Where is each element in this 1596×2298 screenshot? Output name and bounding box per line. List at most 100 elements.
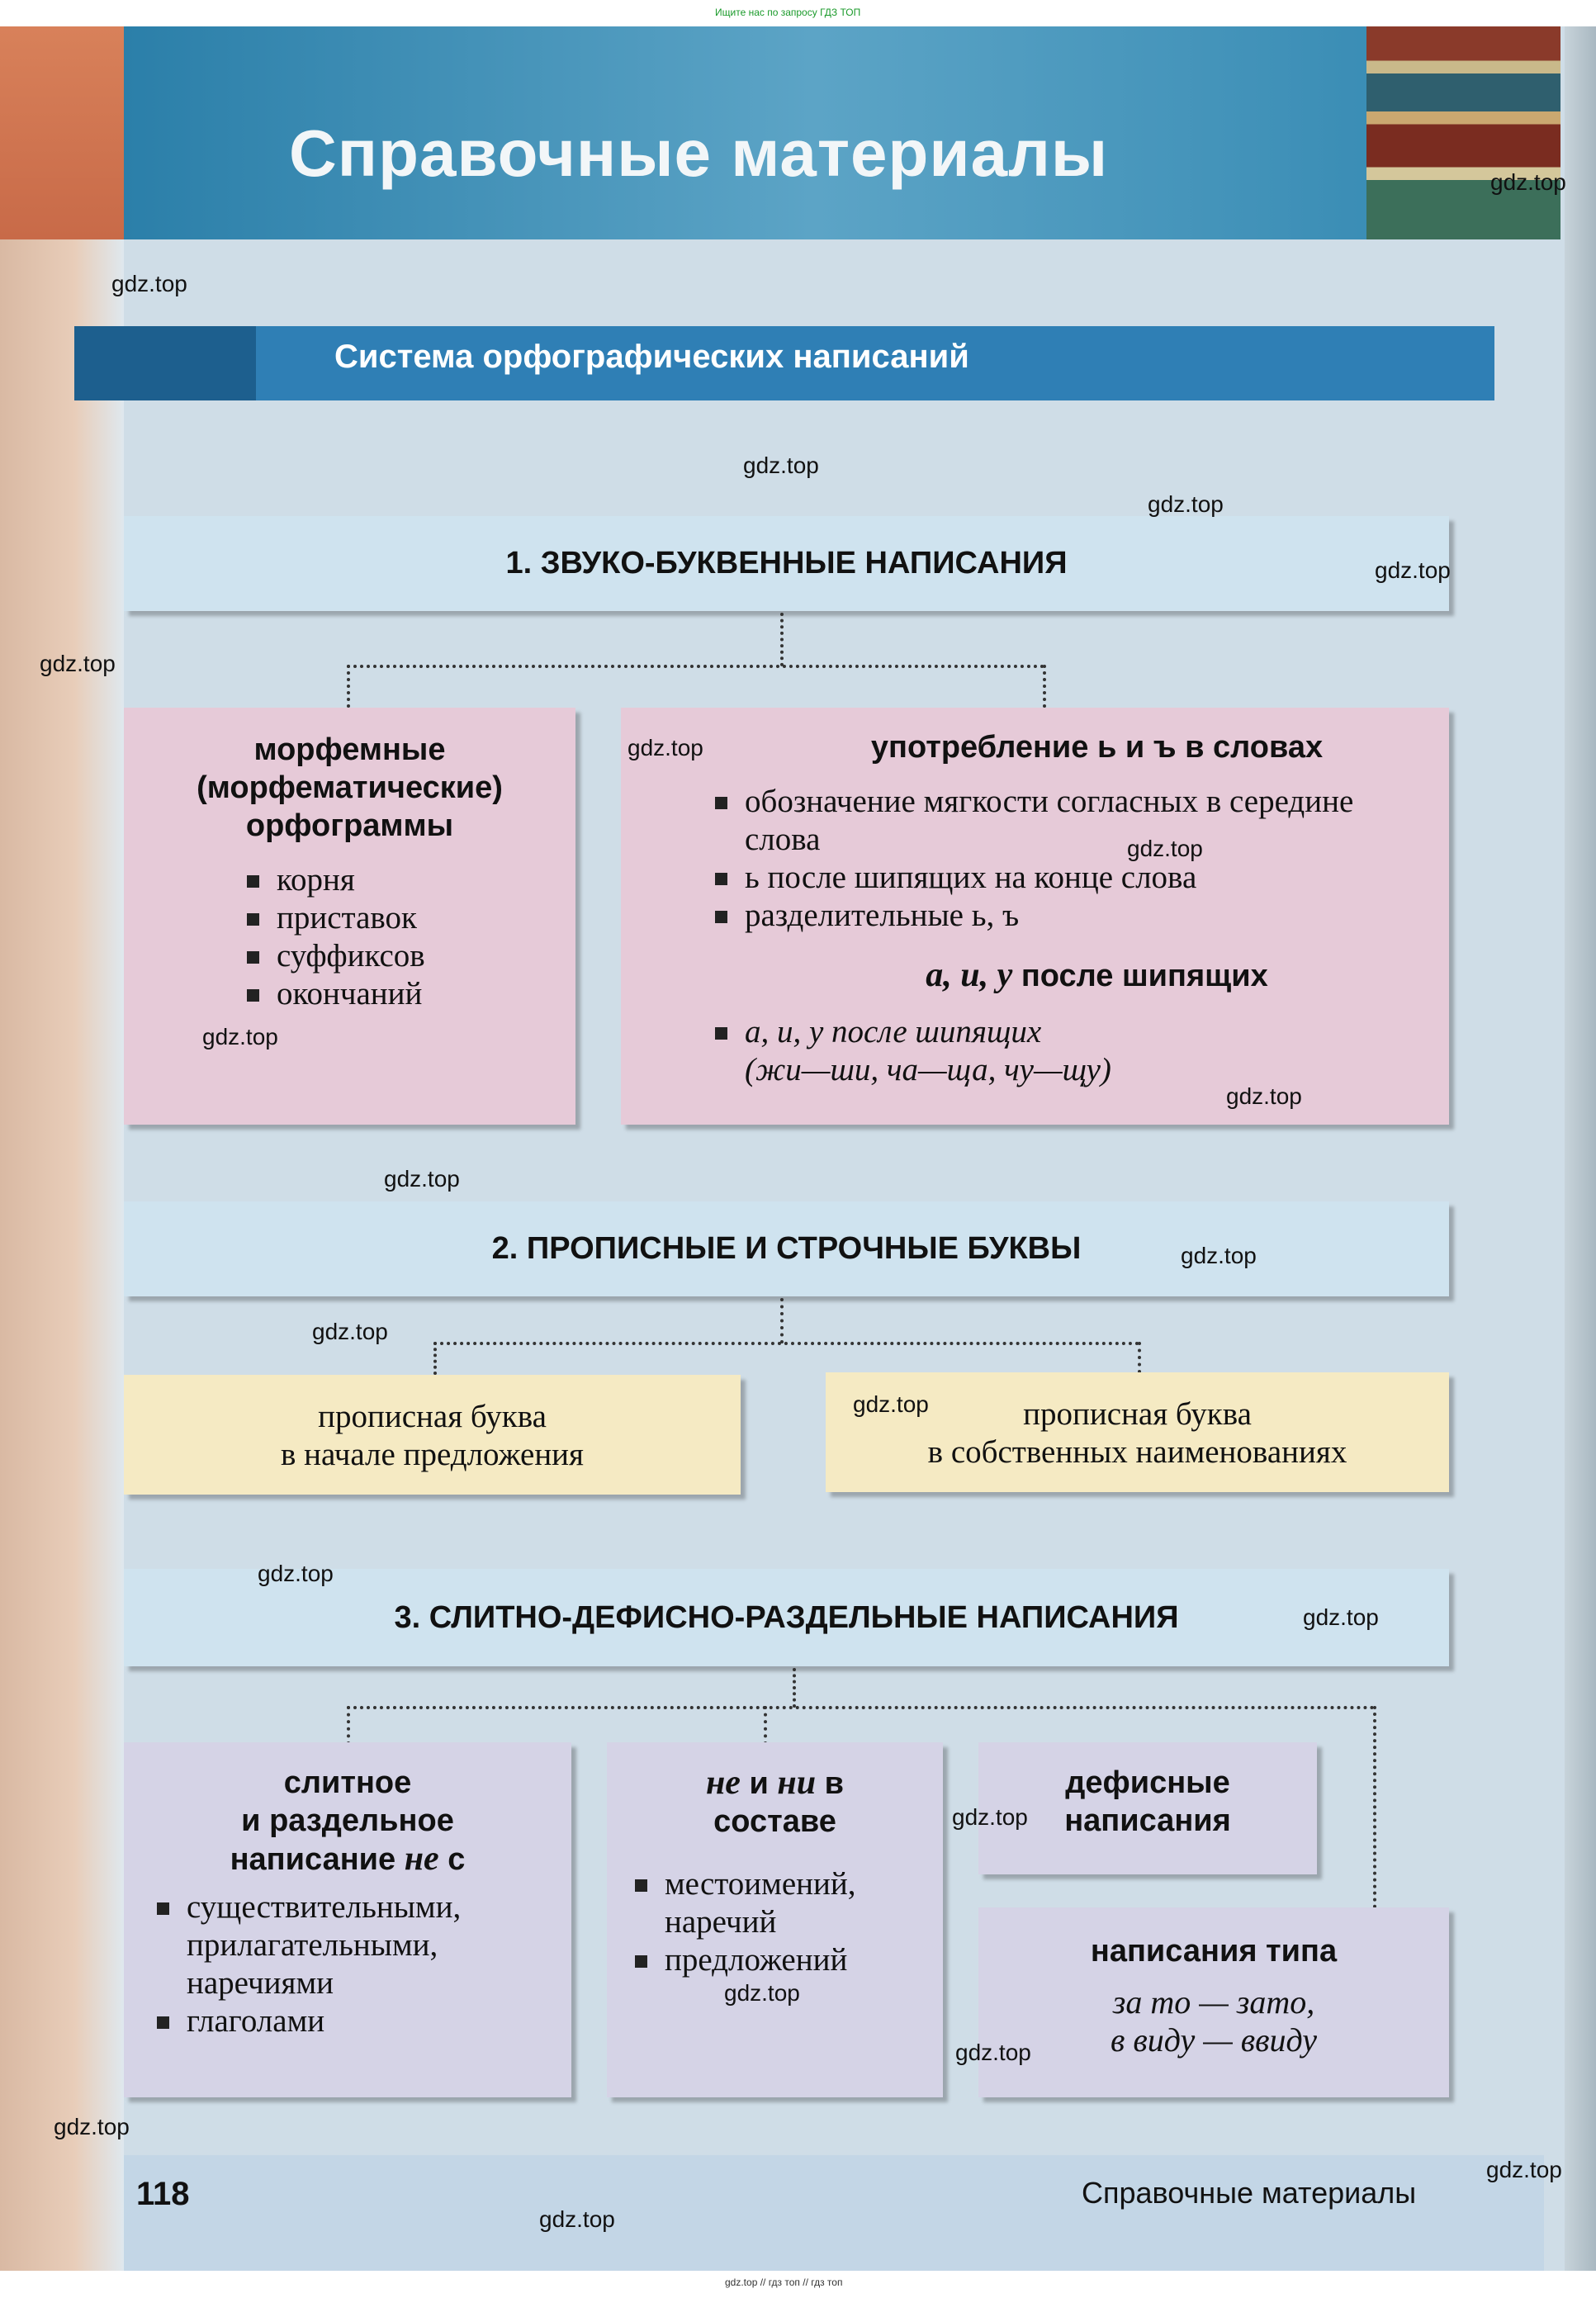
sibilant-heading-text: после шипящих xyxy=(1021,959,1268,993)
soft-hard-heading: употребление ь и ъ в словах xyxy=(621,728,1449,766)
ne-spelling-list: существительными, прилагательными, нареч… xyxy=(154,1888,555,2040)
watermark: gdz.top xyxy=(258,1561,334,1587)
soft-hard-list: обозначение мягкости согласных в середин… xyxy=(712,783,1416,935)
list-item: глаголами xyxy=(154,2002,555,2040)
list-item: приставок xyxy=(244,899,575,937)
soft-hard-sign-box: употребление ь и ъ в словах обозначение … xyxy=(621,708,1449,1125)
watermark: gdz.top xyxy=(724,1980,800,2007)
list-item: а, и, у после шипящих xyxy=(712,1013,1416,1051)
ne-ni-heading-ni: ни xyxy=(777,1764,816,1802)
morpheme-box: морфемные (морфематические) орфограммы к… xyxy=(124,708,575,1125)
list-item: обозначение мягкости согласных в середин… xyxy=(712,783,1416,859)
s1-connector-bar xyxy=(347,665,1044,668)
list-item: суффиксов xyxy=(244,937,575,975)
page-footer xyxy=(124,2155,1544,2271)
s2-connector-bar xyxy=(433,1342,1139,1345)
s2-connector-stem xyxy=(780,1298,784,1343)
sibilant-list: а, и, у после шипящих xyxy=(712,1013,1416,1051)
page-title: Справочные материалы xyxy=(289,116,1108,192)
capital-box2-line2: в собственных наименованиях xyxy=(826,1433,1449,1471)
ne-ni-heading-2: составе xyxy=(607,1803,943,1841)
ne-spelling-heading-ne: не xyxy=(405,1840,439,1878)
ne-ni-heading-1: не и ни в xyxy=(607,1764,943,1803)
ne-spelling-heading-2: и раздельное xyxy=(124,1802,571,1840)
morpheme-heading-2: (морфематические) xyxy=(124,769,575,807)
ne-spelling-box: слитное и раздельное написание не с суще… xyxy=(124,1742,571,2097)
morpheme-heading-3: орфограммы xyxy=(124,807,575,845)
sibilant-heading-letters: а, и, у xyxy=(926,956,1012,994)
s2-connector-right xyxy=(1138,1342,1141,1373)
s3-connector-left xyxy=(347,1706,350,1745)
title-banner-left-image xyxy=(0,26,124,239)
watermark: gdz.top xyxy=(1490,169,1566,196)
s2-connector-left xyxy=(433,1342,437,1375)
top-note: Ищите нас по запросу ГДЗ ТОП xyxy=(715,7,860,18)
list-item: предложений xyxy=(632,1941,935,1979)
sibilant-heading: а, и, у после шипящих xyxy=(621,956,1449,995)
s3-connector-bar xyxy=(347,1706,1375,1709)
spelling-type-example-2: в виду — ввиду xyxy=(978,2021,1449,2059)
watermark: gdz.top xyxy=(1486,2157,1562,2183)
watermark: gdz.top xyxy=(202,1024,278,1050)
watermark: gdz.top xyxy=(1181,1243,1257,1269)
watermark: gdz.top xyxy=(743,452,819,479)
capital-box1-line2: в начале предложения xyxy=(124,1436,741,1474)
watermark: gdz.top xyxy=(312,1319,388,1345)
hyphen-heading-1: дефисные xyxy=(978,1764,1317,1802)
s1-connector-stem xyxy=(780,613,784,666)
capital-sentence-start-box: прописная буква в начале предложения xyxy=(124,1375,741,1495)
ne-spelling-heading-3: написание не с xyxy=(124,1840,571,1879)
watermark: gdz.top xyxy=(1303,1604,1379,1631)
footer-label: Справочные материалы xyxy=(1082,2176,1416,2210)
ne-ni-list: местоимений, наречий предложений xyxy=(632,1865,935,1979)
watermark: gdz.top xyxy=(1375,557,1451,584)
capital-box1-line1: прописная буква xyxy=(124,1398,741,1436)
page-right-edge xyxy=(1565,26,1596,2271)
s3-connector-right xyxy=(1373,1706,1376,1908)
page-number: 118 xyxy=(136,2176,190,2213)
watermark: gdz.top xyxy=(628,735,703,761)
watermark: gdz.top xyxy=(40,651,116,677)
watermark: gdz.top xyxy=(111,271,187,297)
list-item: ь после шипящих на конце слова xyxy=(712,859,1416,897)
watermark: gdz.top xyxy=(853,1391,929,1418)
list-item: окончаний xyxy=(244,975,575,1013)
watermark: gdz.top xyxy=(54,2114,130,2140)
watermark: gdz.top xyxy=(384,1166,460,1192)
hyphen-heading-2: написания xyxy=(978,1802,1317,1840)
s3-connector-mid xyxy=(764,1706,767,1745)
books-image xyxy=(1366,26,1560,239)
morpheme-list: корня приставок суффиксов окончаний xyxy=(244,861,575,1013)
section-header-accent xyxy=(74,326,256,400)
list-item: корня xyxy=(244,861,575,899)
spelling-type-box: написания типа за то — зато, в виду — вв… xyxy=(978,1907,1449,2097)
watermark: gdz.top xyxy=(1226,1083,1302,1110)
watermark: gdz.top xyxy=(955,2040,1031,2066)
ne-ni-heading-in: в xyxy=(825,1766,844,1801)
hyphen-box: дефисные написания xyxy=(978,1742,1317,1874)
s1-title-bar: 1. ЗВУКО-БУКВЕННЫЕ НАПИСАНИЯ xyxy=(124,516,1449,611)
sibilant-examples: (жи—ши, ча—ща, чу—щу) xyxy=(745,1051,1449,1089)
s3-connector-stem xyxy=(793,1668,796,1708)
section-title: Система орфографических написаний xyxy=(334,339,969,376)
spelling-type-heading: написания типа xyxy=(978,1932,1449,1970)
watermark: gdz.top xyxy=(1127,836,1203,862)
list-item: местоимений, наречий xyxy=(632,1865,935,1941)
ne-spelling-heading-post: с xyxy=(448,1842,465,1877)
list-item: существительными, прилагательными, нареч… xyxy=(154,1888,555,2002)
morpheme-heading-1: морфемные xyxy=(124,731,575,769)
capital-proper-names-box: прописная буква в собственных наименован… xyxy=(826,1372,1449,1492)
bottom-note: gdz.top // гдз топ // гдз топ xyxy=(725,2277,842,2288)
watermark: gdz.top xyxy=(539,2206,615,2233)
ne-ni-heading-ne: не xyxy=(706,1764,741,1802)
ne-spelling-heading-pre: написание xyxy=(230,1842,396,1877)
s1-connector-left xyxy=(347,665,350,708)
s1-connector-right xyxy=(1043,665,1046,708)
list-item: разделительные ь, ъ xyxy=(712,897,1416,935)
ne-ni-box: не и ни в составе местоимений, наречий п… xyxy=(607,1742,943,2097)
ne-spelling-heading-1: слитное xyxy=(124,1764,571,1802)
ne-ni-heading-and: и xyxy=(749,1766,768,1801)
watermark: gdz.top xyxy=(952,1804,1028,1831)
watermark: gdz.top xyxy=(1148,491,1224,518)
spelling-type-example-1: за то — зато, xyxy=(978,1983,1449,2021)
